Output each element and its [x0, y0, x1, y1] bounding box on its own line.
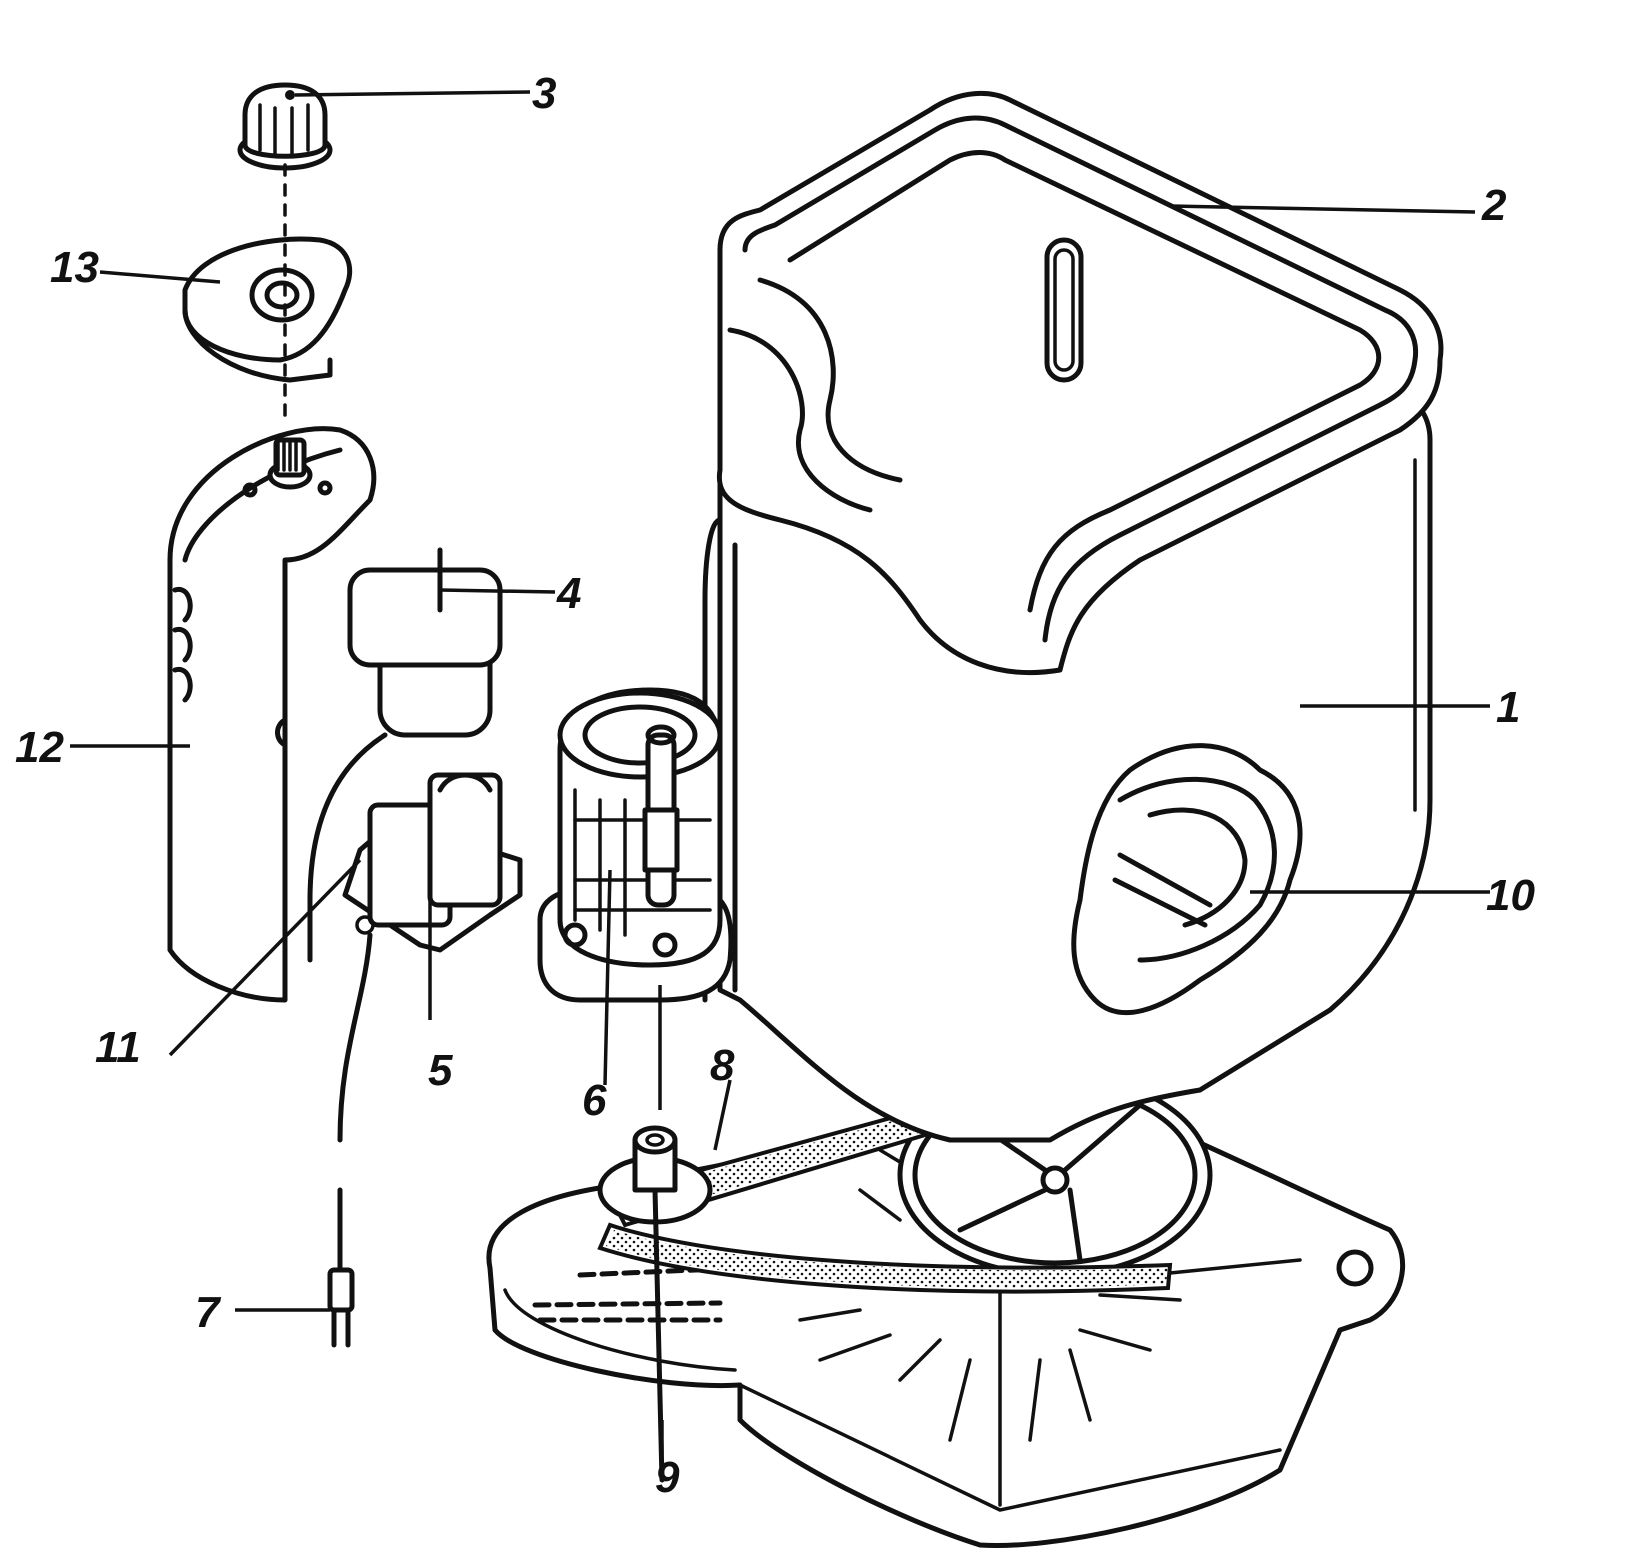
- cylinder-cover: [167, 426, 377, 1003]
- leader-lines: [70, 90, 1490, 1455]
- label-2: 2: [1481, 181, 1507, 230]
- motor: [537, 687, 734, 1003]
- label-1: 1: [1496, 683, 1520, 732]
- label-7: 7: [195, 1288, 222, 1337]
- label-9: 9: [655, 1453, 680, 1502]
- tub-lid: [716, 90, 1444, 676]
- timer: [307, 547, 503, 963]
- part-labels: 1 2 3 4 5 6 7 8 9 10 11 12 13: [15, 69, 1535, 1502]
- label-6: 6: [582, 1076, 607, 1125]
- label-11: 11: [95, 1023, 141, 1072]
- label-8: 8: [710, 1041, 735, 1090]
- knob: [237, 82, 333, 422]
- disc: [182, 236, 353, 383]
- label-4: 4: [556, 569, 581, 618]
- motor-pulley: [597, 1125, 713, 1483]
- label-10: 10: [1486, 871, 1535, 920]
- label-3: 3: [532, 69, 556, 118]
- label-13: 13: [50, 243, 99, 292]
- label-12: 12: [15, 723, 64, 772]
- power-plug: [327, 1187, 355, 1348]
- label-5: 5: [428, 1046, 453, 1095]
- tub-window: [1071, 743, 1303, 1016]
